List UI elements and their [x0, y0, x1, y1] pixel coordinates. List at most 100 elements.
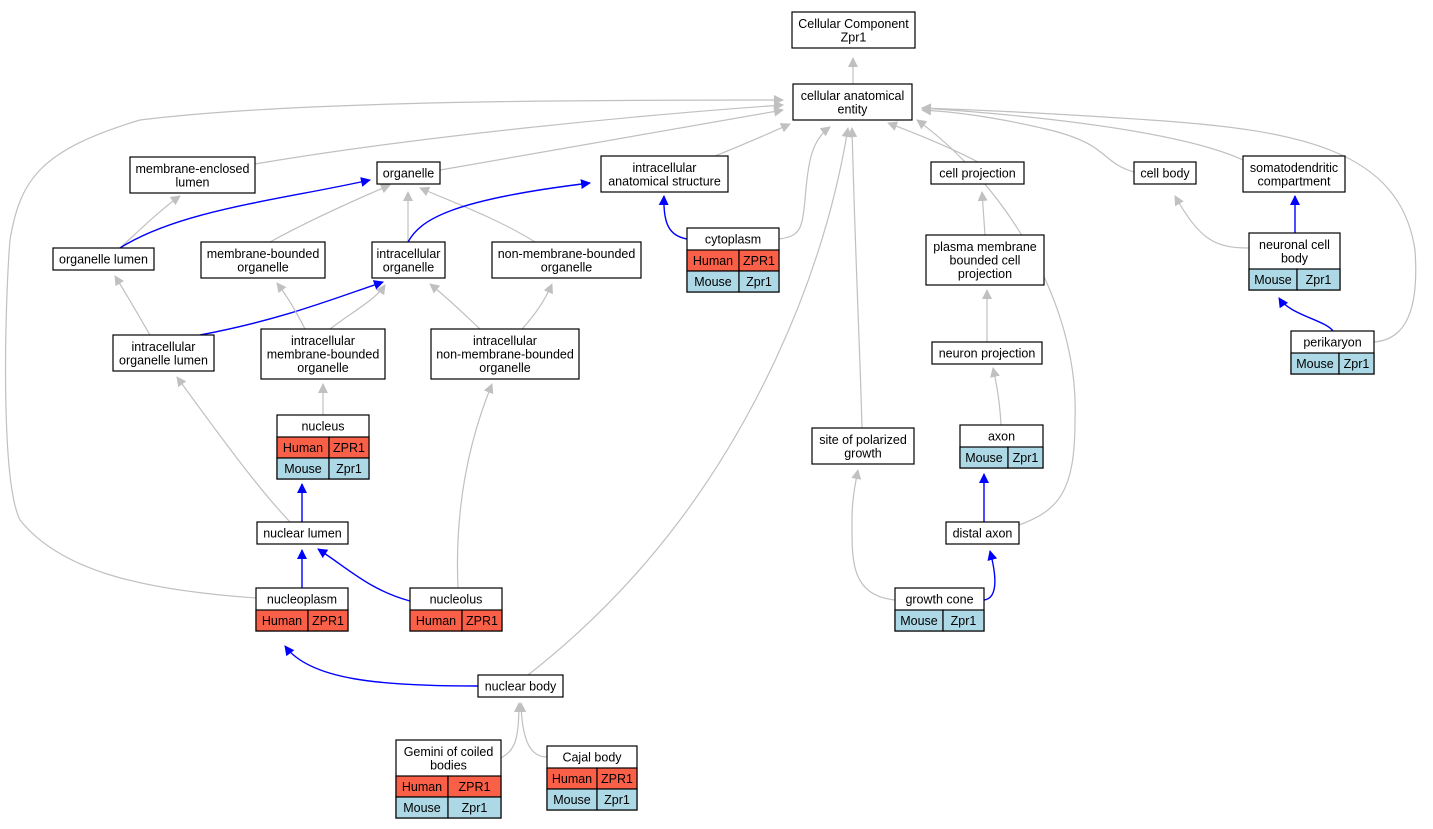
- mouse-cell: [447, 796, 502, 819]
- gene-label: Zpr1: [336, 462, 362, 476]
- edge-is-a-peri-to-cae: [921, 103, 1417, 343]
- edge-part-of-nb-to-nplasm: [284, 645, 479, 687]
- node-label-line: organelle: [479, 361, 530, 375]
- node-nb[interactable]: nuclear body: [477, 674, 564, 698]
- edge-part-of-nucleolus-to-nl: [317, 548, 411, 602]
- species-label: Human: [262, 614, 302, 628]
- edge-part-of-gc-to-dax: [983, 550, 998, 601]
- gene-label: ZPR1: [601, 772, 633, 786]
- gene-label: ZPR1: [743, 254, 775, 268]
- edge-is-a-gc-to-spg: [851, 469, 896, 601]
- node-label-line: nuclear body: [485, 680, 557, 694]
- node-cb[interactable]: cell body: [1133, 161, 1197, 185]
- node-dax[interactable]: distal axon: [945, 521, 1020, 545]
- edge-is-a-cp-to-cae: [887, 121, 979, 163]
- mouse-cell: [596, 788, 638, 811]
- node-label-line: growth cone: [905, 593, 973, 607]
- species-label: Human: [283, 441, 323, 455]
- edge-is-a-nucleolus-to-inmbo: [456, 383, 494, 589]
- species-label: Mouse: [900, 614, 938, 628]
- human-cell: [461, 609, 503, 632]
- node-label-line: entity: [838, 102, 869, 116]
- edge-is-a-cyto-to-cae: [778, 126, 831, 240]
- edge-is-a-inmbo-to-io: [429, 283, 481, 330]
- node-box: [376, 161, 441, 185]
- species-label: Human: [552, 772, 592, 786]
- edge-is-a-cajal-to-nb: [516, 702, 548, 758]
- node-label-line: cytoplasm: [705, 233, 761, 247]
- node-label-line: nucleoplasm: [267, 593, 337, 607]
- node-box: [260, 328, 386, 380]
- edge-is-a-org-to-cae: [439, 106, 784, 171]
- node-box: [930, 161, 1025, 185]
- edge-part-of-peri-to-ncb: [1278, 297, 1334, 332]
- node-label-line: bounded cell: [950, 254, 1021, 268]
- node-label-line: intracellular: [473, 334, 537, 348]
- node-np[interactable]: neuron projection: [931, 341, 1043, 365]
- node-label-line: organelle: [237, 260, 288, 274]
- node-label-line: intracellular: [132, 340, 196, 354]
- node-box: [791, 11, 916, 49]
- edge-is-a-orgl-to-mel: [119, 195, 181, 249]
- node-label-line: somatodendritic: [1250, 161, 1338, 175]
- node-label-line: body: [1281, 251, 1309, 265]
- node-box: [430, 328, 580, 380]
- gene-label: Zpr1: [604, 793, 630, 807]
- node-label-line: nucleolus: [430, 593, 483, 607]
- node-label-line: non-membrane-bounded: [498, 247, 636, 261]
- mouse-cell: [1007, 446, 1044, 469]
- node-box: [600, 155, 729, 193]
- edge-part-of-io-to-ias: [407, 179, 591, 243]
- mouse-cell: [942, 609, 985, 632]
- node-box: [792, 83, 913, 121]
- human-cell: [307, 609, 349, 632]
- node-nl[interactable]: nuclear lumen: [256, 521, 349, 545]
- edge-is-a-ncb-to-cb: [1174, 195, 1250, 249]
- node-cp[interactable]: cell projection: [930, 161, 1025, 185]
- edge-part-of-iol-to-io: [199, 280, 384, 336]
- species-label: Mouse: [284, 462, 322, 476]
- node-org[interactable]: organelle: [376, 161, 441, 185]
- node-label-line: Cajal body: [562, 751, 622, 765]
- node-orgl[interactable]: organelle lumen: [52, 247, 155, 271]
- gene-label: Zpr1: [1306, 273, 1332, 287]
- gene-label: Zpr1: [462, 801, 488, 815]
- mouse-cell: [328, 457, 370, 480]
- edge-is-a-cb-to-cae: [921, 105, 1135, 173]
- node-label-line: neuronal cell: [1259, 238, 1330, 252]
- node-box: [112, 334, 215, 372]
- edge-is-a-mbo-to-org: [269, 183, 391, 243]
- edge-is-a-axon-to-np: [990, 367, 1002, 426]
- node-box: [945, 521, 1020, 545]
- edge-is-a-iol-to-orgl: [114, 275, 151, 336]
- edge-is-a-spg-to-cae: [847, 127, 863, 429]
- edge-is-a-nb-to-cae: [527, 127, 852, 676]
- node-label-line: cell projection: [939, 167, 1015, 181]
- species-label: Human: [693, 254, 733, 268]
- node-box: [811, 427, 915, 465]
- node-label-line: perikaryon: [1303, 336, 1361, 350]
- node-inmbo[interactable]: intracellularnon-membrane-boundedorganel…: [430, 328, 580, 380]
